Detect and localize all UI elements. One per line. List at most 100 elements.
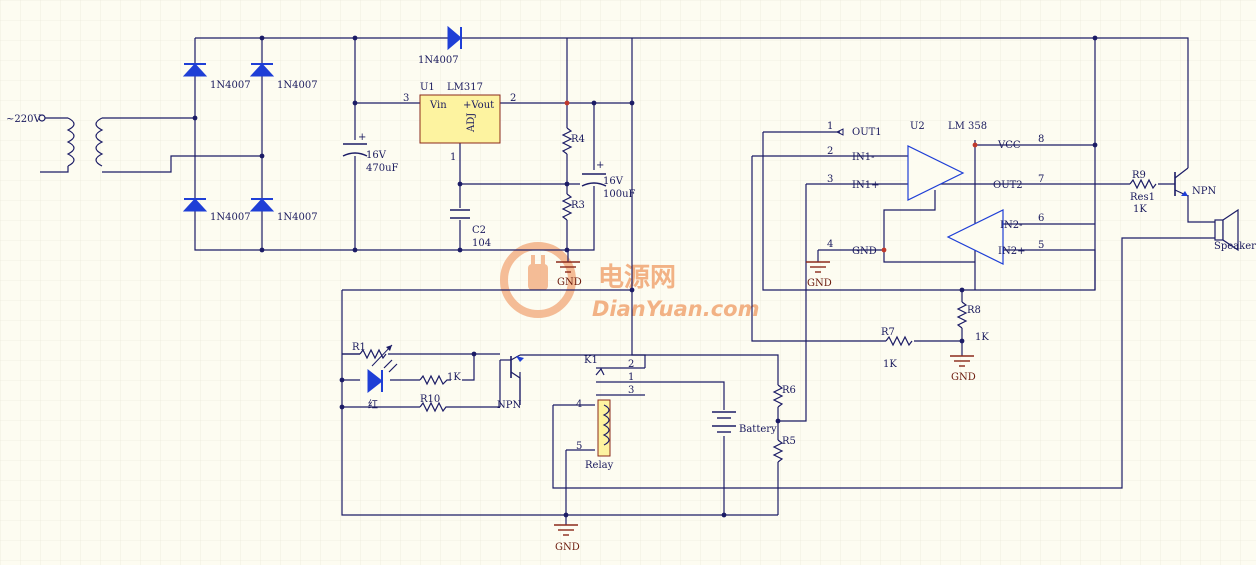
svg-text:2: 2 [628,359,634,370]
svg-text:IN2+: IN2+ [998,246,1025,257]
svg-text:8: 8 [1038,134,1044,145]
svg-text:R6: R6 [782,385,796,396]
source-label: ~220V [6,114,41,125]
resistor-r6: R6 [772,384,796,408]
battery: Battery [710,410,777,436]
svg-text:+: + [596,160,604,171]
resistor-r9: R9 Res1 1K [1129,170,1158,215]
regulator-u1: U1 LM317 Vin +Vout ADJ 3 2 1 [403,82,516,163]
svg-text:IN2-: IN2- [1000,220,1022,231]
svg-text:Vin: Vin [429,100,447,111]
svg-text:ADJ: ADJ [466,113,477,133]
svg-text:3: 3 [827,174,833,185]
capacitor-c1: + 16V 470uF [340,132,399,174]
resistor-r5: R5 [772,436,796,463]
resistor-r10: R10 [419,394,450,413]
svg-text:GND: GND [807,278,832,289]
resistor-r4: R4 [561,127,585,155]
svg-text:R7: R7 [881,327,895,338]
gnd-symbol-4: GND [554,524,580,553]
svg-text:NPN: NPN [497,400,521,411]
svg-text:1N4007: 1N4007 [277,212,318,223]
svg-text:U1: U1 [420,82,435,93]
svg-text:U2: U2 [910,121,925,132]
svg-text:3: 3 [403,93,409,104]
capacitor-c2: C2 104 [448,208,491,249]
wires [102,37,1215,525]
svg-text:100uF: 100uF [603,189,636,200]
svg-text:4: 4 [827,239,833,250]
svg-text:R3: R3 [571,200,585,211]
svg-text:K1: K1 [584,355,598,366]
svg-text:R9: R9 [1132,170,1146,181]
svg-text:GND: GND [555,542,580,553]
opamp-u2: U2 LM 358 OUT1 IN1- IN1+ GND VCC OUT2 IN… [827,121,1044,265]
svg-text:1N4007: 1N4007 [277,80,318,91]
svg-text:Relay: Relay [585,460,614,471]
gnd-symbol-3: GND [950,355,976,383]
svg-text:1K: 1K [883,359,897,370]
svg-text:104: 104 [472,238,491,249]
svg-text:5: 5 [1038,240,1044,251]
top-diode: 1N4007 [418,25,462,66]
relay-k1: K1 2 1 3 4 5 Relay [576,355,645,471]
junction-dots [192,35,1098,518]
gnd-symbol-1: GND [556,261,582,288]
svg-text:OUT2: OUT2 [993,180,1023,191]
bridge-diode-2: 1N4007 [249,63,318,91]
svg-text:1N4007: 1N4007 [210,80,251,91]
svg-text:+Vout: +Vout [463,100,494,111]
resistor-r8: R8 1K [956,301,989,343]
watermark: 电源网 DianYuan.com [500,242,759,321]
resistor-r7: R7 1K [881,327,914,370]
svg-text:LM 358: LM 358 [948,121,987,132]
svg-text:2: 2 [510,93,516,104]
svg-text:NPN: NPN [1192,186,1216,197]
svg-text:R5: R5 [782,436,796,447]
svg-text:LM317: LM317 [447,82,483,93]
svg-text:1N4007: 1N4007 [210,212,251,223]
svg-text:Res1: Res1 [1130,192,1155,203]
svg-text:C2: C2 [472,225,486,236]
svg-text:Battery: Battery [739,424,777,435]
svg-text:1: 1 [827,121,833,132]
resistor-r3: R3 [561,193,585,221]
speaker: Speaker [1214,208,1256,252]
svg-text:R1: R1 [352,342,366,353]
bridge-diode-3: 1N4007 [182,198,251,223]
watermark-en: DianYuan.com [592,297,759,321]
svg-text:16V: 16V [366,150,387,161]
resistor-led-1k: 1K [419,372,461,386]
svg-text:R8: R8 [967,305,981,316]
svg-text:R4: R4 [571,134,585,145]
svg-text:16V: 16V [603,176,624,187]
svg-text:OUT1: OUT1 [852,127,882,138]
svg-text:IN1-: IN1- [852,152,874,163]
svg-text:Speaker: Speaker [1214,241,1256,252]
transistor-q1: NPN [497,354,524,411]
svg-text:1K: 1K [1133,204,1147,215]
svg-text:GND: GND [557,277,582,288]
transistor-q2: NPN [1174,167,1216,197]
resistor-r1: R1 [342,342,393,367]
svg-text:GND: GND [951,372,976,383]
svg-text:1: 1 [450,152,456,163]
svg-text:IN1+: IN1+ [852,180,879,191]
svg-text:VCC: VCC [997,140,1021,151]
svg-text:红: 红 [368,398,378,411]
svg-text:1: 1 [628,372,634,383]
svg-text:7: 7 [1038,174,1044,185]
svg-text:1K: 1K [447,372,461,383]
watermark-cn: 电源网 [598,263,676,293]
svg-text:3: 3 [628,385,634,396]
svg-text:470uF: 470uF [366,163,399,174]
svg-text:+: + [358,132,366,143]
svg-text:1N4007: 1N4007 [418,55,459,66]
capacitor-c3: + 16V 100uF [580,160,636,200]
svg-text:1K: 1K [975,332,989,343]
gnd-symbol-2: GND [806,261,832,289]
svg-text:2: 2 [827,146,833,157]
ac-source: ~220V [6,114,104,173]
